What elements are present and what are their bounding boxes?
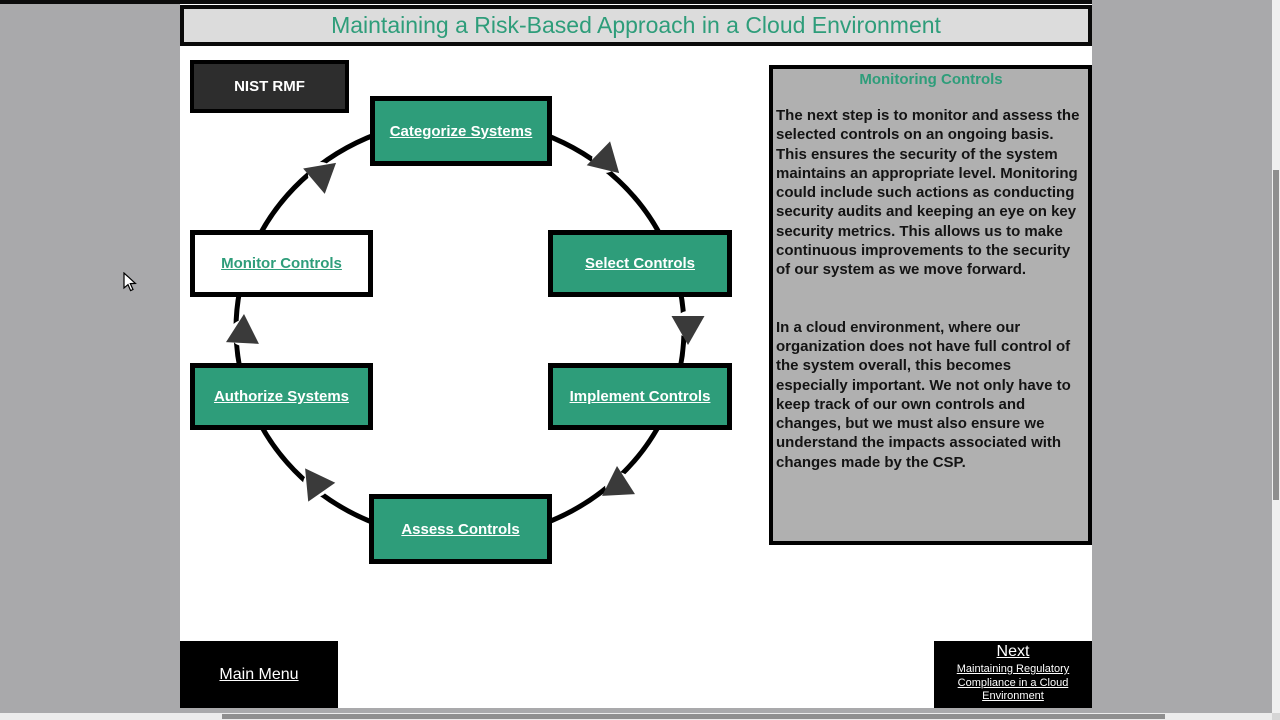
horizontal-scrollbar[interactable] (0, 713, 1280, 720)
main-menu-label: Main Menu (219, 665, 299, 683)
node-authorize-systems[interactable]: Authorize Systems (190, 363, 373, 430)
node-select-controls[interactable]: Select Controls (548, 230, 732, 297)
page-title: Maintaining a Risk-Based Approach in a C… (331, 12, 941, 38)
node-categorize-systems[interactable]: Categorize Systems (370, 96, 552, 166)
slide-title-bar: Maintaining a Risk-Based Approach in a C… (180, 5, 1092, 46)
next-button[interactable]: Next Maintaining Regulatory Compliance i… (934, 641, 1092, 708)
node-label: Categorize Systems (389, 122, 533, 140)
top-border-strip (0, 0, 1092, 4)
nist-rmf-label: NIST RMF (234, 78, 305, 95)
scrollbar-corner (1272, 713, 1280, 720)
panel-paragraph-1: The next step is to monitor and assess t… (776, 107, 1080, 279)
node-label: Monitor Controls (221, 255, 342, 272)
panel-title: Monitoring Controls (859, 71, 1003, 88)
vertical-scrollbar-thumb[interactable] (1273, 170, 1279, 500)
next-label: Next (996, 643, 1030, 660)
panel-paragraph-2: In a cloud environment, where our organi… (776, 318, 1071, 471)
vertical-scrollbar[interactable] (1272, 0, 1280, 720)
node-monitor-controls-active[interactable]: Monitor Controls (190, 230, 373, 297)
horizontal-scrollbar-thumb[interactable] (222, 714, 1165, 719)
node-label: Select Controls (584, 255, 696, 272)
node-assess-controls[interactable]: Assess Controls (369, 494, 552, 564)
node-implement-controls[interactable]: Implement Controls (548, 363, 732, 430)
nist-rmf-badge: NIST RMF (190, 60, 349, 113)
main-menu-button[interactable]: Main Menu (180, 641, 338, 708)
node-label: Implement Controls (569, 388, 711, 405)
mouse-cursor-icon (123, 272, 137, 292)
node-label: Authorize Systems (213, 388, 350, 405)
node-label: Assess Controls (401, 520, 520, 538)
monitoring-controls-panel: Monitoring Controls The next step is to … (769, 65, 1092, 545)
next-target-link[interactable]: Maintaining Regulatory Compliance in a C… (956, 663, 1070, 702)
